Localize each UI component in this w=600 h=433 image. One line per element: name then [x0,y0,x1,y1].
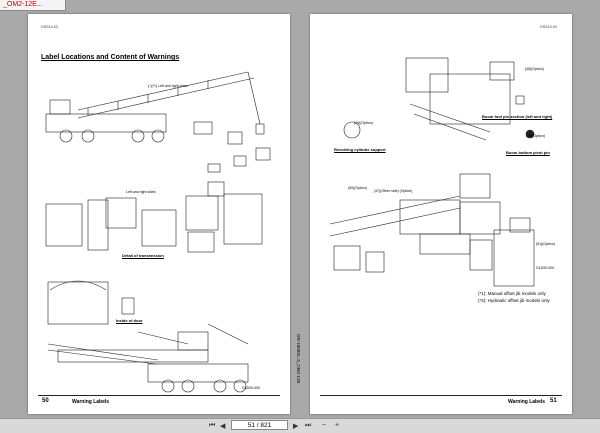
crane-diagrams [329,57,535,287]
last-icon[interactable]: ⏭ [305,422,312,429]
page-field[interactable]: 51 / 821 [231,420,288,430]
zoom-in-icon[interactable]: + [335,422,340,429]
page-number: 50 [42,398,49,404]
label-option-other: (47)(Other side) (Option) [374,189,413,193]
note-left-right-top: (·)(*1) Left and right sides [148,84,188,88]
header-code: GSG10-03 [540,25,557,29]
zoom-out-icon[interactable]: − [322,422,327,429]
caption-transmission: Detail of transmission [122,253,164,258]
drawing-code: GLD00-000 [242,386,261,390]
footer-rule [38,395,280,396]
header-code: GSG10-03 [41,25,58,29]
drawing-code: GLD00-000 [536,266,555,270]
prev-icon[interactable]: ◀ [220,423,226,430]
label-option-50: (50)(Option) [348,186,367,190]
first-icon[interactable]: ⏮ [209,422,216,429]
footer-title: Warning Labels [508,399,546,405]
page-number: 51 [550,398,557,404]
next-icon[interactable]: ▶ [293,423,299,430]
footnote-2: (*2): Hydraulic offset jib models only [478,298,550,303]
label-option-46: (46)(Option) [525,67,544,71]
footer-rule [320,395,562,396]
footnote-1: (*1): Manual offset jib models only [478,291,546,296]
note-left-right-mid: Left and right sides [126,190,156,194]
caption-door: Inside of door [116,318,143,323]
label-option-48: (48)(Option) [526,134,545,138]
label-option-51: (51)(Option) [536,242,555,246]
caption-boom-bottom: Boom bottom pivot pin [506,150,550,155]
left-page: GSG10-03 Label Locations and Content of … [28,14,290,414]
footer-title: Warning Labels [72,399,110,405]
label-option-49: (49)(Option) [354,121,373,125]
viewer-toolbar: ⏮ ◀ 51 / 821 ▶ ⏭ − + [0,418,600,433]
page-title: Label Locations and Content of Warnings [41,54,180,61]
right-page: GSG10-03 (46)(Optio [310,14,572,414]
caption-boom-foot: Boom foot pin section (left and right) [482,114,553,119]
crane-diagrams [45,71,271,393]
caption-revolving: Revolving cylinder support [334,147,386,152]
document-tab[interactable]: _OM2-12E... [0,0,66,11]
side-text: GR-1000XL-3_OM2-12E [296,334,301,384]
